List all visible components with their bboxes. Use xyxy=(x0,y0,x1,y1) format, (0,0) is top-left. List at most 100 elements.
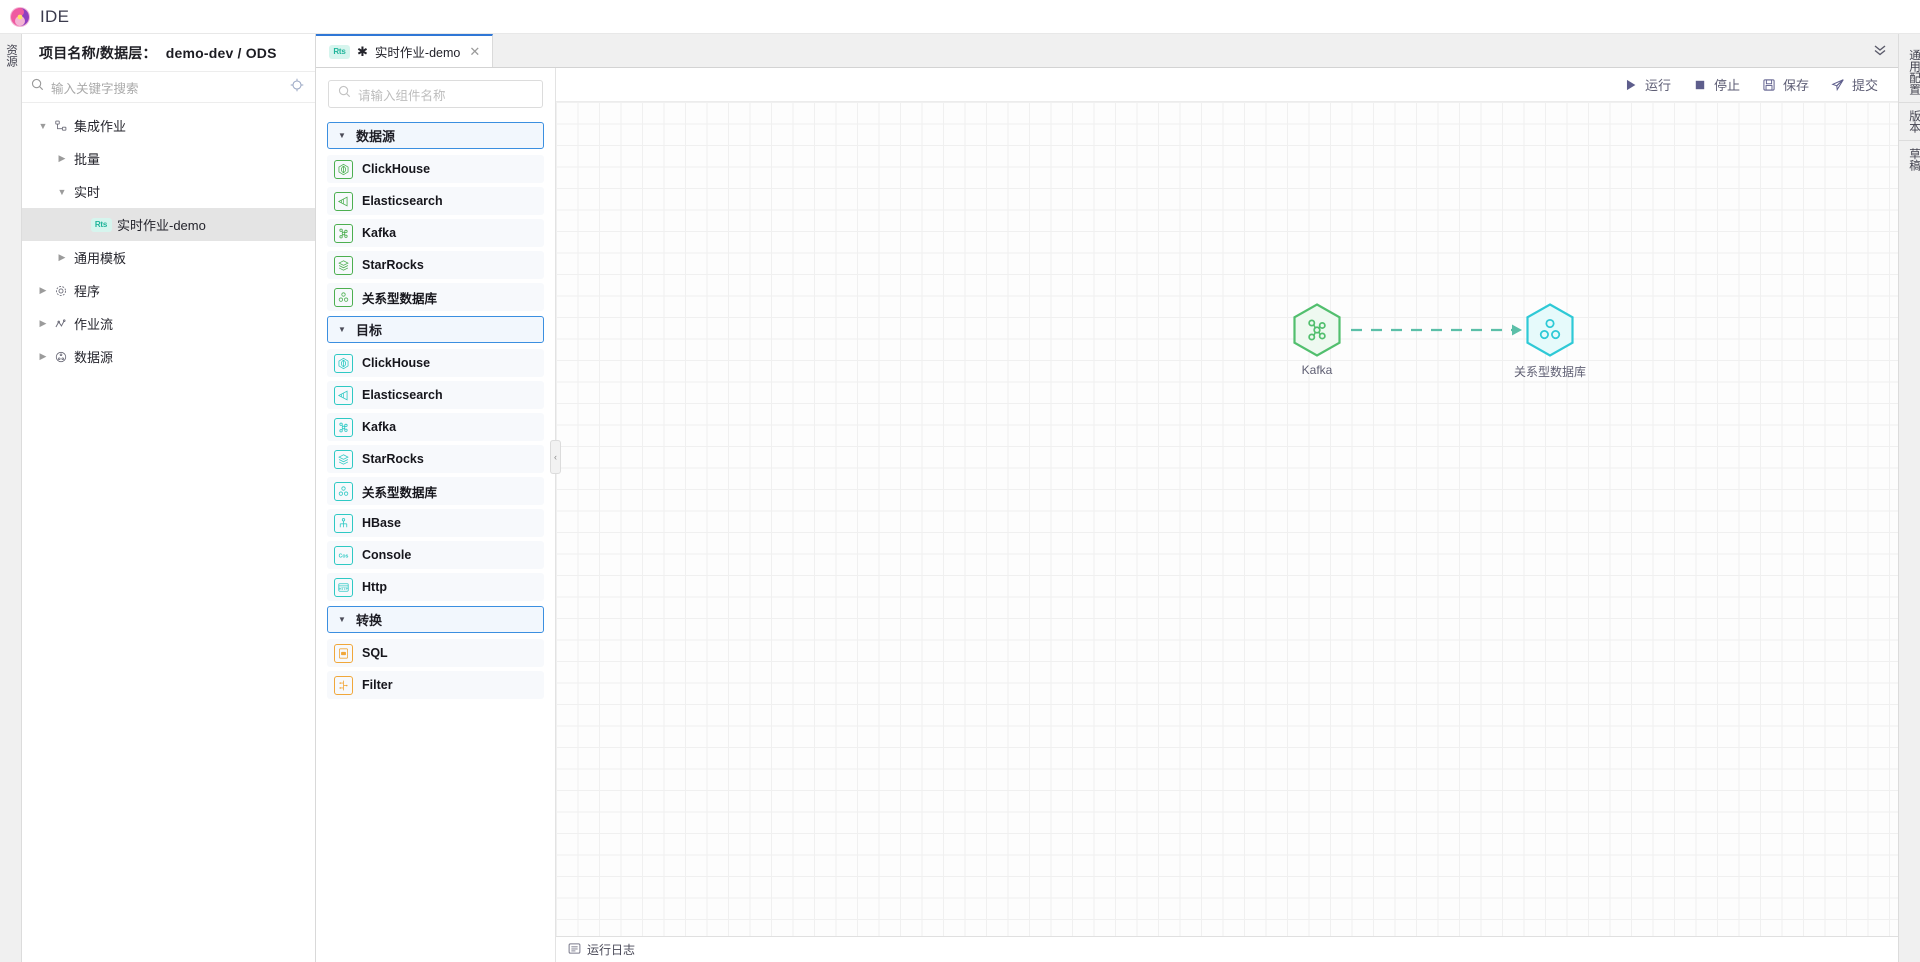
toolbar-button-label: 停止 xyxy=(1713,78,1740,93)
svg-text:Cos: Cos xyxy=(339,553,349,559)
tree-item-程序[interactable]: ▶程序 xyxy=(22,274,315,307)
body-row: 资源 项目名称/数据层： demo-dev / ODS 输入关键字搜索 ▼集成作… xyxy=(0,34,1920,962)
tree-search-input[interactable]: 输入关键字搜索 xyxy=(51,81,139,96)
tree-item-批量[interactable]: ▶批量 xyxy=(22,142,315,175)
project-breadcrumb-label: 项目名称/数据层： xyxy=(39,44,157,61)
palette-group-label: 目标 xyxy=(356,323,383,338)
tree-search-row[interactable]: 输入关键字搜索 xyxy=(22,72,315,103)
palette-item-数据源-ClickHouse[interactable]: ClickHouse xyxy=(327,155,544,183)
tab-type-chip: Rts xyxy=(329,44,350,59)
canvas-node-关系型数据库[interactable]: 关系型数据库 xyxy=(1507,302,1593,380)
caret-down-icon[interactable]: ▼ xyxy=(338,131,346,140)
swirl-logo-icon xyxy=(9,6,31,28)
caret-down-icon[interactable]: ▼ xyxy=(338,615,346,624)
palette-item-目标-Console[interactable]: Cos Console xyxy=(327,541,544,569)
palette-item-目标-HBase[interactable]: HBase xyxy=(327,509,544,537)
right-rail-item-草稿[interactable]: 草稿 xyxy=(1908,148,1920,171)
palette-item-目标-Elasticsearch[interactable]: Elasticsearch xyxy=(327,381,544,409)
tree-item-数据源[interactable]: ▶ 数据源 xyxy=(22,340,315,373)
app-bar: IDE xyxy=(0,0,1920,34)
close-icon[interactable]: ✕ xyxy=(469,43,481,59)
palette-item-label: 关系型数据库 xyxy=(362,291,438,306)
http-icon: HTTP xyxy=(334,577,353,597)
play-icon xyxy=(1624,78,1638,92)
tree-item-label: 通用模板 xyxy=(74,251,127,266)
toolbar-button-运行[interactable]: 运行 xyxy=(1624,75,1671,94)
palette-item-label: Console xyxy=(362,548,412,562)
submit-paperplane-icon xyxy=(1831,78,1845,92)
tree-item-实时[interactable]: ▼实时 xyxy=(22,175,315,208)
palette-search-input[interactable]: 请输入组件名称 xyxy=(358,88,446,103)
svg-text:HTTP: HTTP xyxy=(339,587,349,591)
palette-group-目标[interactable]: ▼ 目标 xyxy=(327,316,544,343)
palette-item-label: Elasticsearch xyxy=(362,194,443,208)
kafka-icon xyxy=(334,417,353,437)
canvas-toolbar: 运行 停止 保存 提交 xyxy=(556,68,1898,102)
right-rail-item-通用配置[interactable]: 通用配置 xyxy=(1899,42,1920,103)
tree-item-label: 数据源 xyxy=(74,350,114,365)
caret-down-icon[interactable]: ▼ xyxy=(338,325,346,334)
toolbar-button-保存[interactable]: 保存 xyxy=(1762,75,1809,94)
project-breadcrumb-value: demo-dev / ODS xyxy=(165,44,277,61)
tree-item-通用模板[interactable]: ▶ 通用模板 xyxy=(22,241,315,274)
toolbar-button-label: 提交 xyxy=(1851,78,1878,93)
palette-item-数据源-Elasticsearch[interactable]: Elasticsearch xyxy=(327,187,544,215)
left-rail-resource-tab[interactable]: 资源 xyxy=(4,44,17,67)
palette-item-目标-ClickHouse[interactable]: ClickHouse xyxy=(327,349,544,377)
palette-search-row[interactable]: 请输入组件名称 xyxy=(328,80,543,108)
tree-item-label: 实时作业-demo xyxy=(117,218,206,233)
palette-group-转换[interactable]: ▼ 转换 xyxy=(327,606,544,633)
canvas-column: 运行 停止 保存 提交 Kafka 关系型数据库 运行日志 xyxy=(556,68,1898,962)
toolbar-button-label: 保存 xyxy=(1782,78,1809,93)
canvas-node-Kafka[interactable]: Kafka xyxy=(1274,302,1360,377)
rdbms-icon xyxy=(1507,302,1593,358)
palette-group-label: 转换 xyxy=(356,613,383,628)
caret-right-icon[interactable]: ▶ xyxy=(39,285,47,295)
save-icon xyxy=(1762,78,1776,92)
toolbar-button-停止[interactable]: 停止 xyxy=(1693,75,1740,94)
palette-item-转换-Filter[interactable]: Filter xyxy=(327,671,544,699)
run-log-label[interactable]: 运行日志 xyxy=(587,943,636,957)
stop-icon xyxy=(1693,78,1707,92)
toolbar-button-提交[interactable]: 提交 xyxy=(1831,75,1878,94)
palette-item-目标-Kafka[interactable]: Kafka xyxy=(327,413,544,441)
palette-item-数据源-StarRocks[interactable]: StarRocks xyxy=(327,251,544,279)
palette-item-数据源-关系型数据库[interactable]: 关系型数据库 xyxy=(327,283,544,311)
tree-item-作业流[interactable]: ▶ 作业流 xyxy=(22,307,315,340)
tab-实时作业-demo[interactable]: Rts ✱ 实时作业-demo ✕ xyxy=(316,34,494,67)
flow-canvas[interactable]: Kafka 关系型数据库 xyxy=(556,102,1898,936)
toolbar-button-label: 运行 xyxy=(1644,78,1671,93)
right-rail-item-版本[interactable]: 版本 xyxy=(1899,103,1920,141)
tree-item-集成作业[interactable]: ▼集成作业 xyxy=(22,109,315,142)
filter-icon xyxy=(334,675,353,695)
palette-item-label: Kafka xyxy=(362,420,397,434)
palette-item-转换-SQL[interactable]: SQL xyxy=(327,639,544,667)
log-icon xyxy=(568,942,581,958)
edge-layer xyxy=(1351,324,1522,336)
palette-collapse-handle[interactable]: ‹ xyxy=(550,440,561,474)
caret-right-icon[interactable]: ▶ xyxy=(58,252,66,262)
workflow-icon xyxy=(51,317,70,331)
tree-item-label: 作业流 xyxy=(74,317,114,332)
caret-right-icon[interactable]: ▶ xyxy=(58,153,66,163)
palette-item-目标-StarRocks[interactable]: StarRocks xyxy=(327,445,544,473)
caret-down-icon[interactable]: ▼ xyxy=(57,186,67,197)
double-chevron-down-icon[interactable] xyxy=(1872,42,1888,60)
caret-down-icon[interactable]: ▼ xyxy=(38,120,48,131)
kafka-icon xyxy=(1274,302,1360,358)
caret-right-icon[interactable]: ▶ xyxy=(39,318,47,328)
crosshair-locate-icon[interactable] xyxy=(290,78,304,97)
palette-item-label: StarRocks xyxy=(362,258,424,272)
palette-item-label: HBase xyxy=(362,516,401,530)
palette-item-数据源-Kafka[interactable]: Kafka xyxy=(327,219,544,247)
palette-group-数据源[interactable]: ▼数据源 xyxy=(327,122,544,149)
caret-right-icon[interactable]: ▶ xyxy=(39,351,47,361)
palette-item-目标-关系型数据库[interactable]: 关系型数据库 xyxy=(327,477,544,505)
project-breadcrumb: 项目名称/数据层： demo-dev / ODS xyxy=(22,34,315,72)
